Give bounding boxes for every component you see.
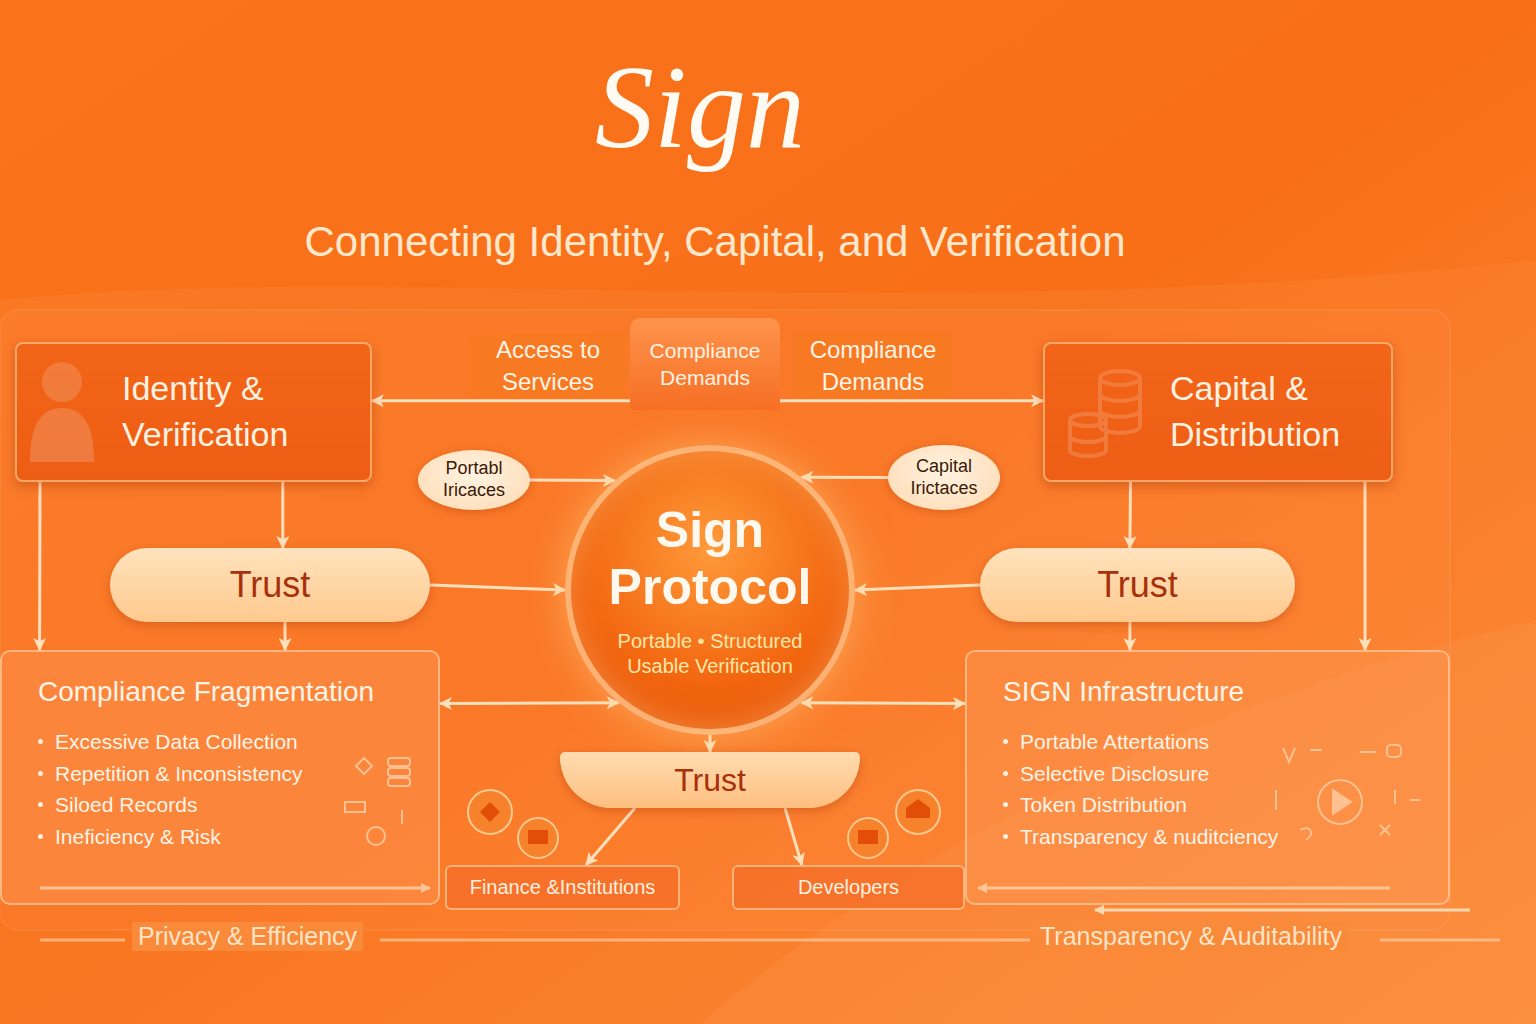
bullet-dot	[38, 802, 43, 807]
bullet-text: Ineficiency & Risk	[55, 821, 221, 853]
flow-arrow	[801, 701, 965, 705]
flow-arrow	[284, 622, 287, 650]
bullet-text: Transparency & nuditciency	[1020, 821, 1278, 853]
node-label: Identity & Verification	[122, 366, 352, 458]
trust-pill: Trust	[110, 548, 430, 622]
bullet-dot	[1003, 739, 1008, 744]
audience-box: Developers	[732, 865, 965, 910]
panel-heading: SIGN Infrastructure	[1003, 676, 1438, 708]
bullet-dot	[38, 739, 43, 744]
diagram-title: Sign	[0, 40, 1400, 176]
protocol-name: Sign Protocol	[590, 502, 830, 617]
bullet-row: Ineficiency & Risk	[38, 821, 428, 853]
bullet-text: Portable Attertations	[1020, 726, 1209, 758]
flow-arrow	[1364, 482, 1367, 650]
flow-arrow	[440, 701, 619, 705]
node-label: Compliance Demands	[636, 337, 774, 392]
audience-box: Finance &Institutions	[445, 865, 680, 910]
bullet-dot	[1003, 834, 1008, 839]
node-label: Capital Irictaces	[898, 456, 990, 499]
footer-label: Transparency & Auditability	[1034, 922, 1348, 951]
info-panel: SIGN InfrastructurePortable Attertations…	[965, 650, 1450, 905]
bullet-row: Siloed Records	[38, 789, 428, 821]
entity-box: Identity & Verification	[15, 342, 372, 482]
interface-oval: Capital Irictaces	[888, 445, 1000, 510]
node-label: Developers	[798, 876, 899, 899]
trust-pill: Trust	[980, 548, 1295, 622]
flow-arrow	[281, 482, 284, 548]
soft-band	[0, 260, 1536, 1024]
bullet-dot	[1003, 802, 1008, 807]
flow-arrow	[38, 482, 41, 650]
compliance-tab: Compliance Demands	[630, 318, 780, 410]
node-label: Capital & Distribution	[1170, 366, 1385, 458]
interface-oval: Portabl Iricaces	[418, 450, 530, 510]
arrow-label: Access to Services	[469, 334, 627, 399]
flow-arrow	[785, 808, 802, 865]
arrow-label: Compliance Demands	[794, 334, 952, 399]
flow-arrow	[1128, 482, 1132, 548]
bullet-text: Siloed Records	[55, 789, 197, 821]
bullet-text: Excessive Data Collection	[55, 726, 298, 758]
bullet-row: Repetition & Inconsistency	[38, 758, 428, 790]
diagram-subtitle: Connecting Identity, Capital, and Verifi…	[0, 218, 1430, 266]
protocol-tagline: Portable • Structured Usable Verificatio…	[595, 629, 825, 679]
flow-arrow	[855, 585, 980, 590]
node-label: Portabl Iricaces	[428, 458, 520, 501]
protocol-circle: Sign ProtocolPortable • Structured Usabl…	[565, 445, 855, 735]
info-panel: Compliance FragmentationExcessive Data C…	[0, 650, 440, 905]
flow-arrow	[801, 476, 888, 479]
bullet-text: Repetition & Inconsistency	[55, 758, 302, 790]
flow-arrow	[372, 399, 630, 402]
node-label: Trust	[674, 762, 746, 799]
flow-arrow	[530, 479, 615, 483]
bullet-row: Portable Attertations	[1003, 726, 1438, 758]
bullet-row: Transparency & nuditciency	[1003, 821, 1438, 853]
bullet-row: Token Distribution	[1003, 789, 1438, 821]
panel-heading: Compliance Fragmentation	[38, 676, 428, 708]
flow-arrow	[586, 808, 635, 865]
flow-arrow	[430, 585, 565, 590]
entity-box: Capital & Distribution	[1043, 342, 1393, 482]
bullet-dot	[38, 834, 43, 839]
bullet-text: Token Distribution	[1020, 789, 1187, 821]
node-label: Finance &Institutions	[470, 876, 656, 899]
node-label: Trust	[230, 564, 311, 606]
bullet-row: Excessive Data Collection	[38, 726, 428, 758]
flow-arrow	[780, 399, 1043, 402]
bullet-dot	[38, 771, 43, 776]
bullet-row: Selective Disclosure	[1003, 758, 1438, 790]
trust-band: Trust	[560, 752, 860, 808]
bullet-text: Selective Disclosure	[1020, 758, 1209, 790]
flow-arrow	[1128, 622, 1131, 650]
footer-label: Privacy & Efficiency	[132, 922, 363, 951]
bullet-dot	[1003, 771, 1008, 776]
node-label: Trust	[1097, 564, 1178, 606]
flow-arrow	[709, 735, 712, 752]
frame-panel	[0, 310, 1450, 930]
